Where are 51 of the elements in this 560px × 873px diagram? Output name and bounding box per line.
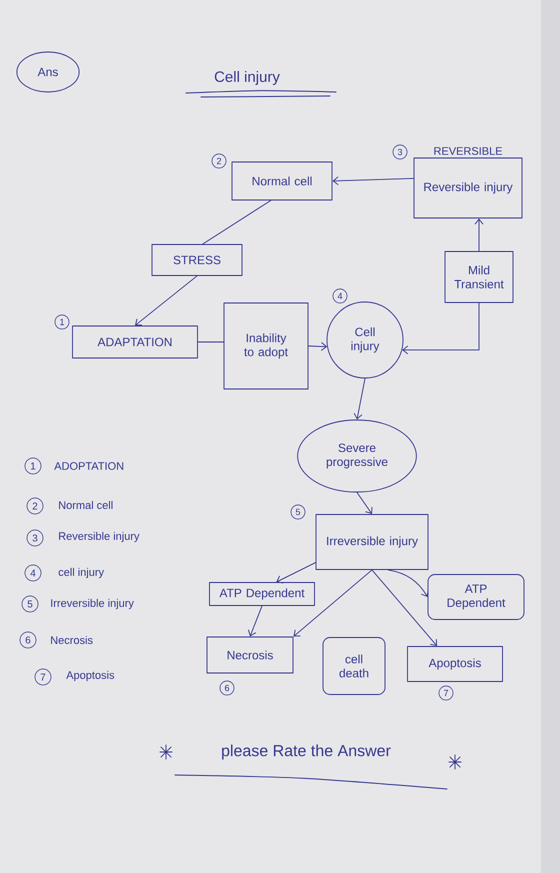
list-item: Apoptosis <box>66 670 114 682</box>
callout-number: 6 <box>220 680 234 696</box>
arrow <box>135 276 198 326</box>
arrow <box>332 176 414 186</box>
process-box: ATP Dependent <box>209 582 315 606</box>
list-number: 7 <box>34 668 52 686</box>
circle-node: Cell injury <box>326 302 404 378</box>
rounded-box: ATP Dependent <box>428 574 524 620</box>
callout-number: 4 <box>332 288 348 304</box>
callout-number: 5 <box>290 504 306 520</box>
arrow <box>372 570 438 646</box>
callout-number: 2 <box>212 154 226 168</box>
process-box: Reversible injury <box>414 158 522 218</box>
list-number: 6 <box>20 632 36 648</box>
list-item: Necrosis <box>51 636 93 644</box>
list-item: Irreversible injury <box>51 598 134 610</box>
arrow <box>402 302 480 354</box>
circled-label: Ans <box>16 52 80 92</box>
list-number: 4 <box>24 564 42 582</box>
arrow <box>276 562 316 584</box>
callout-number: 1 <box>54 314 70 330</box>
list-item: Reversible injury <box>59 532 140 542</box>
process-box: Inability to adopt <box>224 302 308 390</box>
process-box: Mild Transient <box>444 251 514 303</box>
list-item: cell injury <box>58 568 104 578</box>
arrow <box>293 570 372 637</box>
arrow <box>248 606 262 637</box>
ellipse-node: Severe progressive <box>297 420 417 492</box>
box-heading: REVERSIBLE <box>434 147 502 155</box>
process-box: ADAPTATION <box>72 326 198 358</box>
process-box: STRESS <box>152 244 242 276</box>
list-number: 3 <box>26 530 44 546</box>
arrow <box>474 218 484 252</box>
callout-number: 3 <box>392 144 408 160</box>
arrow <box>308 342 328 351</box>
process-box: Necrosis <box>206 636 294 674</box>
arrow <box>356 492 372 514</box>
process-box: Normal cell <box>232 162 332 200</box>
list-number: 2 <box>26 498 44 514</box>
rounded-box: cell death <box>322 637 386 695</box>
note-text: please Rate the Answer <box>222 744 391 760</box>
title: Cell injury <box>214 71 280 85</box>
arrow <box>354 378 366 420</box>
process-box: Irreversible injury <box>316 514 428 570</box>
arrow <box>388 570 429 597</box>
callout-number: 7 <box>438 686 454 700</box>
process-box: Apoptosis <box>407 646 503 682</box>
list-number: 1 <box>24 458 42 474</box>
list-item: Normal cell <box>59 500 112 510</box>
list-item: ADOPTATION <box>54 462 124 470</box>
list-number: 5 <box>22 596 38 612</box>
